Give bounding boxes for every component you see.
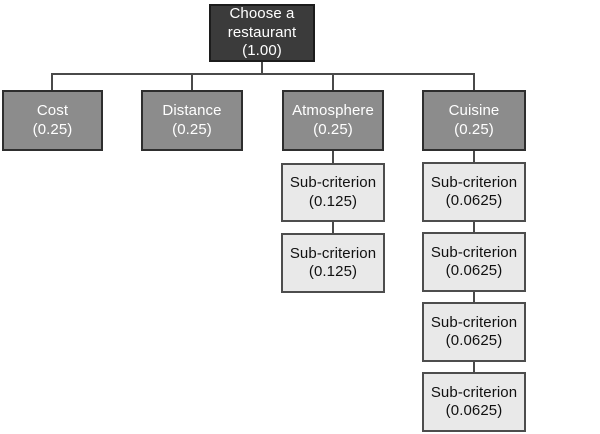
root-label-line2: restaurant	[227, 23, 297, 41]
connector-cuisine-sub1	[473, 150, 475, 163]
subcriterion-weight: (0.0625)	[445, 332, 503, 349]
criterion-node-cuisine: Cuisine (0.25)	[422, 90, 526, 151]
criterion-label: Cost	[36, 102, 69, 119]
criterion-weight: (0.25)	[32, 120, 73, 138]
subcriterion-node-cuisine-4: Sub-criterion (0.0625)	[422, 372, 526, 432]
subcriterion-weight: (0.125)	[308, 263, 358, 280]
root-node-choose-restaurant: Choose a restaurant (1.00)	[209, 4, 315, 62]
subcriterion-label: Sub-criterion	[430, 383, 518, 401]
subcriterion-label: Sub-criterion	[430, 173, 518, 191]
subcriterion-label: Sub-criterion	[289, 244, 377, 262]
criterion-label: Distance	[162, 102, 222, 119]
connector-atmosphere-sub1	[332, 150, 334, 163]
connector-drop-distance	[191, 74, 193, 91]
root-weight: (1.00)	[242, 42, 282, 60]
connector-atmosphere-sub2	[332, 221, 334, 233]
subcriterion-weight: (0.0625)	[445, 192, 503, 209]
connector-cuisine-sub3	[473, 291, 475, 303]
subcriterion-label: Sub-criterion	[430, 243, 518, 261]
subcriterion-node-cuisine-3: Sub-criterion (0.0625)	[422, 302, 526, 362]
subcriterion-weight: (0.0625)	[445, 402, 503, 419]
criterion-node-atmosphere: Atmosphere (0.25)	[282, 90, 384, 151]
root-label-line1: Choose a	[229, 5, 295, 23]
connector-drop-cuisine	[473, 74, 475, 91]
connector-drop-cost	[51, 74, 53, 91]
criterion-label: Atmosphere	[292, 102, 374, 119]
criterion-weight: (0.25)	[313, 120, 353, 138]
subcriterion-node-atmosphere-2: Sub-criterion (0.125)	[281, 233, 385, 293]
criterion-weight: (0.25)	[454, 120, 494, 138]
subcriterion-node-cuisine-2: Sub-criterion (0.0625)	[422, 232, 526, 292]
subcriterion-label: Sub-criterion	[430, 313, 518, 331]
connector-cuisine-sub2	[473, 221, 475, 233]
subcriterion-label: Sub-criterion	[289, 174, 377, 191]
subcriterion-node-atmosphere-1: Sub-criterion (0.125)	[281, 163, 385, 222]
subcriterion-node-cuisine-1: Sub-criterion (0.0625)	[422, 162, 526, 222]
connector-drop-atmosphere	[332, 74, 334, 91]
criterion-node-distance: Distance (0.25)	[141, 90, 243, 151]
connector-level1-horizontal	[51, 73, 475, 75]
criterion-node-cost: Cost (0.25)	[2, 90, 103, 151]
connector-root-stem	[261, 61, 263, 75]
criterion-weight: (0.25)	[172, 120, 212, 138]
connector-cuisine-sub4	[473, 361, 475, 373]
subcriterion-weight: (0.125)	[308, 192, 358, 210]
criterion-label: Cuisine	[448, 102, 500, 119]
subcriterion-weight: (0.0625)	[445, 262, 503, 279]
